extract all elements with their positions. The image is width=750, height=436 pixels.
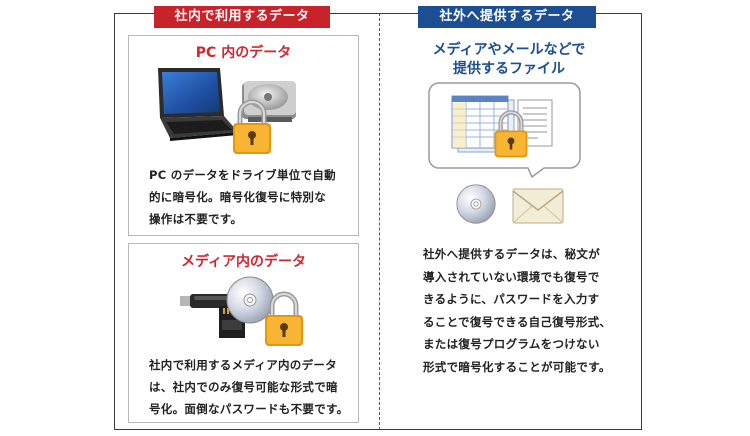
external-files-title: メディアやメールなどで 提供するファイル [395,41,623,79]
external-text-line: きるように、パスワードを入力す [423,292,600,306]
media-data-description: 社内で利用するメディア内のデータ は、社内でのみ復号可能な形式で暗 号化。面倒な… [149,354,348,420]
spreadsheet-icon [451,95,515,153]
envelope-icon [512,188,564,224]
column-divider [379,13,380,430]
usb-drive-icon [180,294,236,308]
laptop-icon [158,68,238,141]
external-text-line: 導入されていない環境でも復号で [423,269,600,284]
media-text-line: 号化。面倒なパスワードも不要です。 [149,402,349,416]
external-text-line: 社外へ提供するデータは、秘文が [423,247,600,261]
external-text-line: 形式で暗号化することが可能です。 [423,359,611,374]
pc-text-line: 操作は不要です。 [149,212,243,226]
pc-text-line: 的に暗号化。暗号化復号に特別な [149,190,326,204]
media-text-line: は、社内でのみ復号可能な形式で暗 [149,380,338,394]
padlock-icon [265,291,303,346]
padlock-icon [233,99,271,154]
padlock-icon [494,110,528,158]
external-title-line: メディアやメールなどで [432,42,586,58]
external-text-line: ることで復号できる自己復号形式、 [423,314,612,329]
external-data-description: 社外へ提供するデータは、秘文が 導入されていない環境でも復号で きるように、パス… [423,243,623,378]
external-text-line: または復号プログラムをつけない [423,337,600,351]
external-title-line: 提供するファイル [453,61,565,77]
cd-icon [456,184,496,224]
media-data-title: メディア内のデータ [180,254,307,270]
internal-data-header: 社内で利用するデータ [154,6,330,28]
hard-drive-icon [242,81,296,122]
media-text-line: 社内で利用するメディア内のデータ [149,358,337,372]
pc-text-line: PC のデータをドライブ単位で自動 [149,168,336,182]
external-data-header: 社外へ提供するデータ [418,6,596,28]
pc-data-title: PC 内のデータ [195,45,292,61]
pc-data-description: PC のデータをドライブ単位で自動 的に暗号化。暗号化復号に特別な 操作は不要で… [149,164,336,230]
